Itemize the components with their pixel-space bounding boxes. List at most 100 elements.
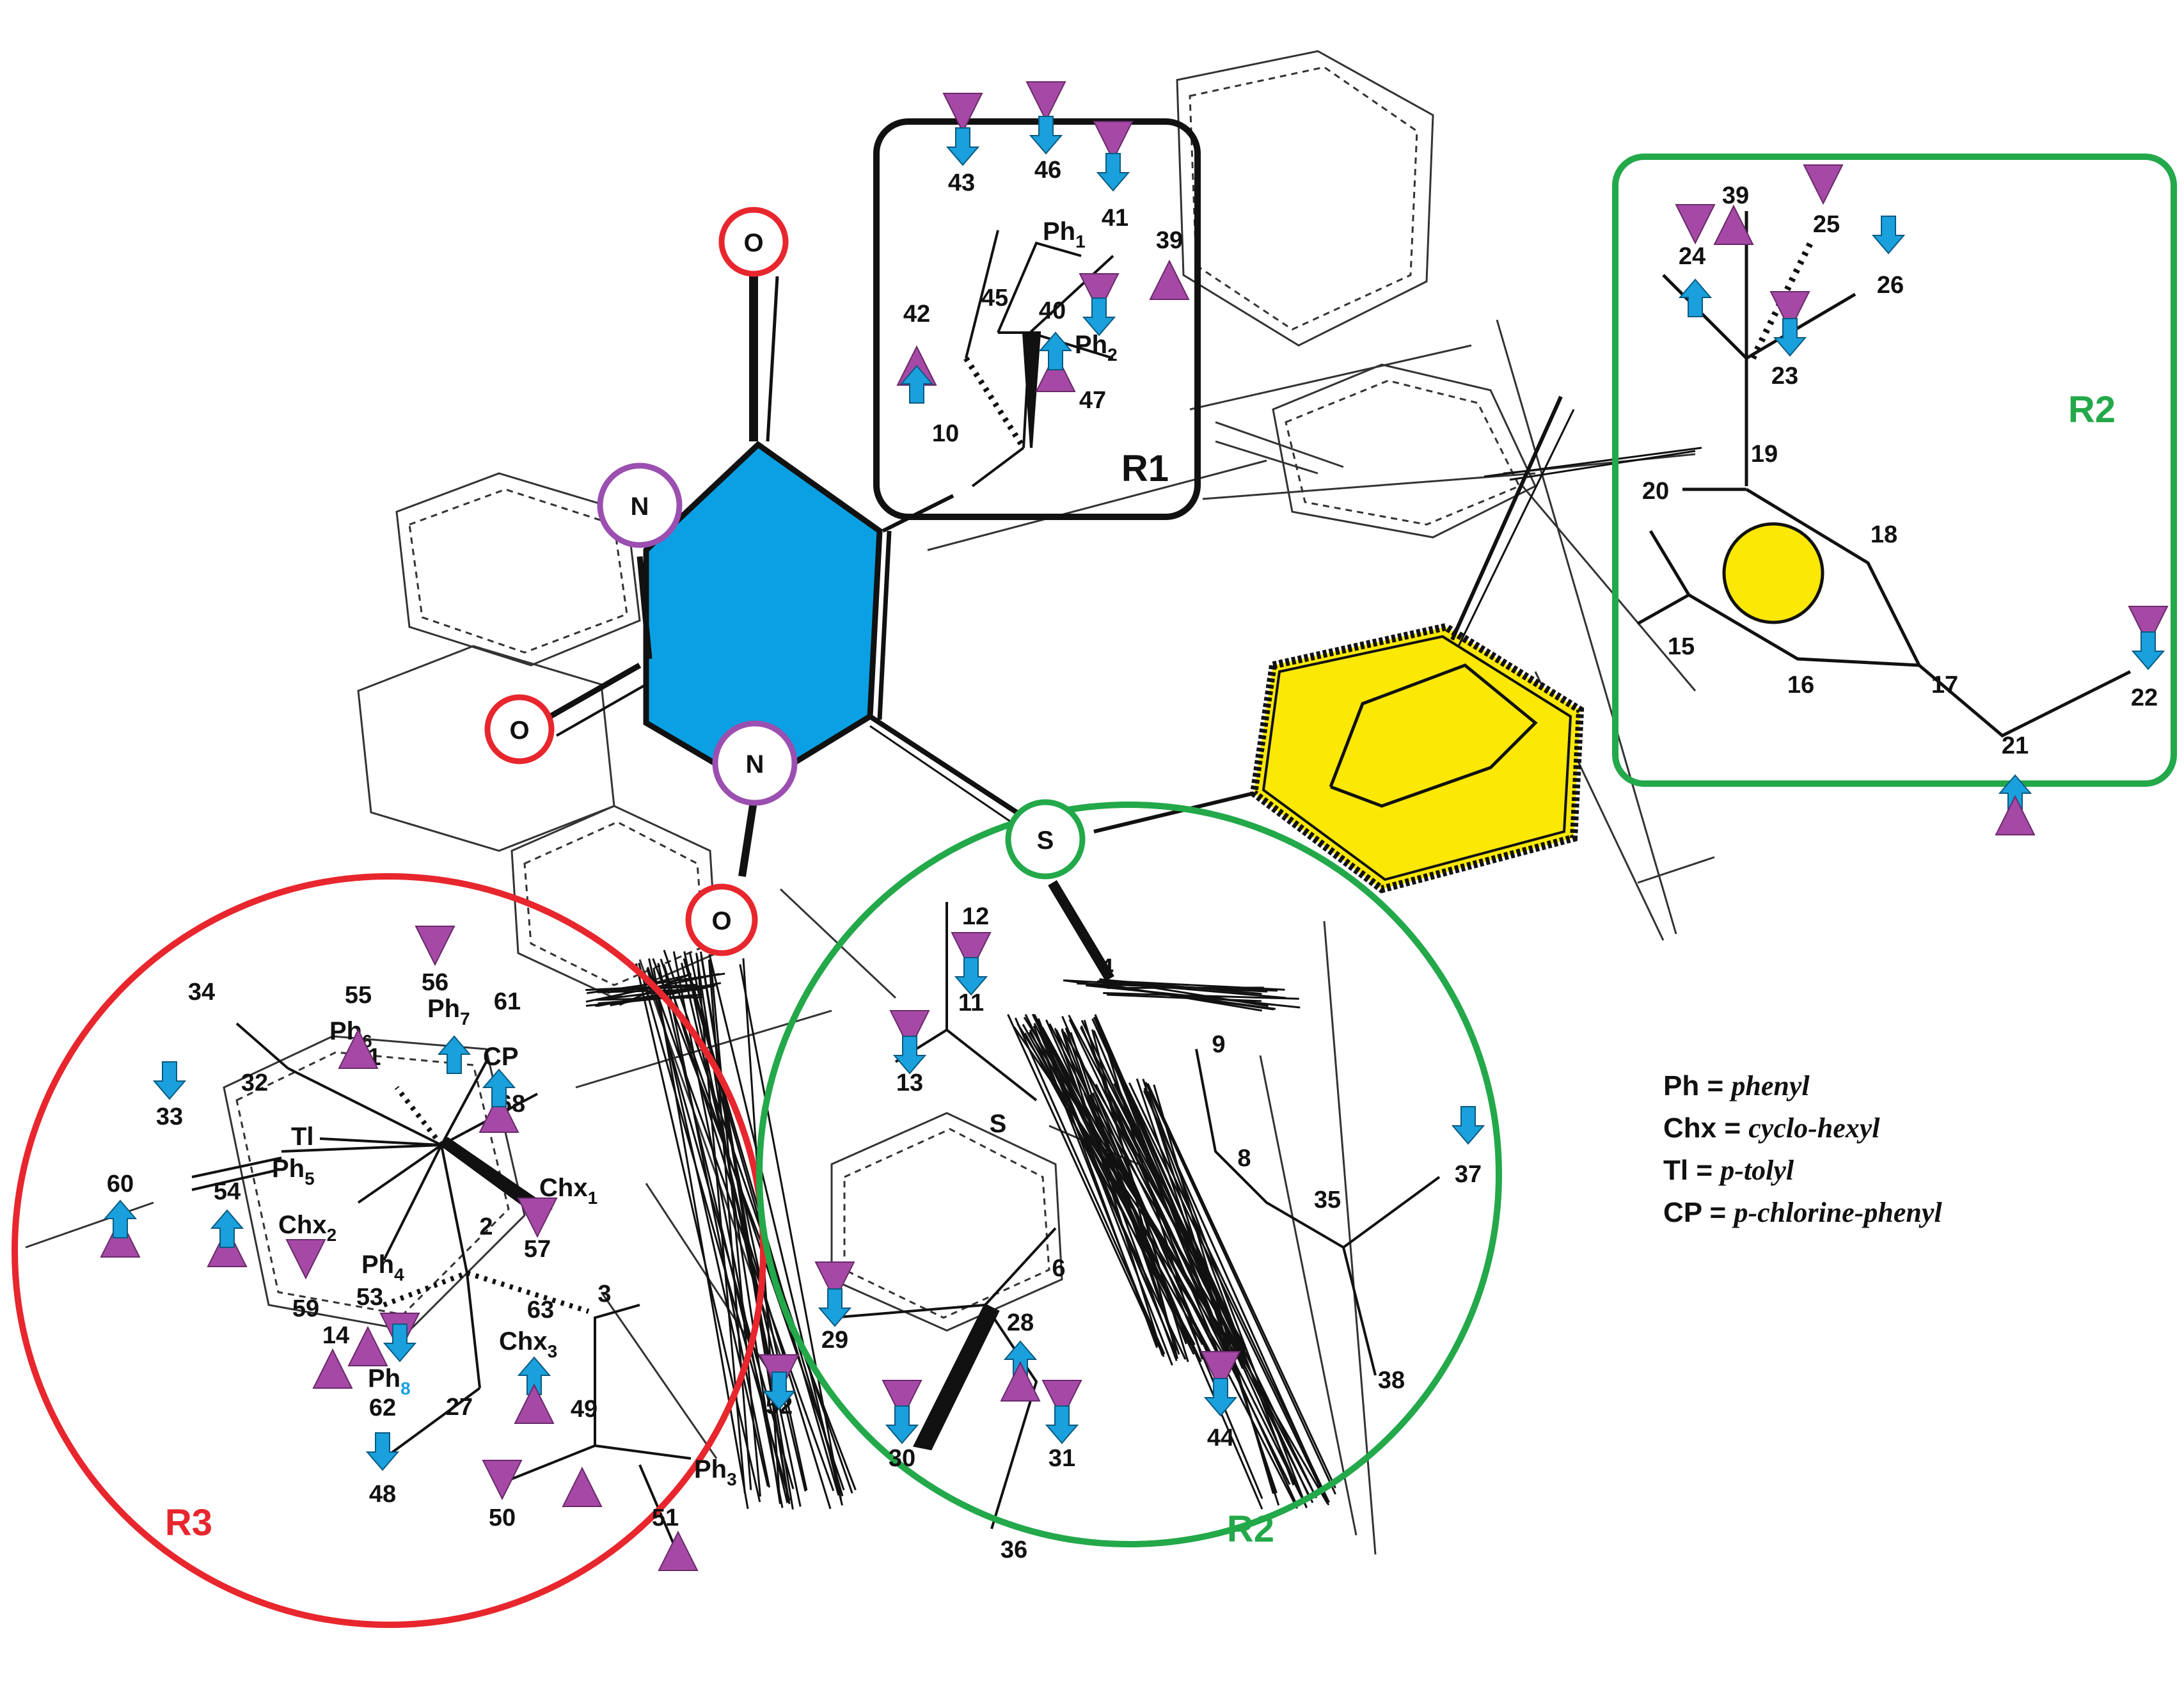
tl-label: Tl [291,1123,314,1151]
position-18: 18 [1871,521,1897,548]
position-28: 28 [1007,1309,1034,1336]
wire-hexagon-dashed [1286,381,1519,525]
triangle-marker [563,1468,601,1506]
bond-ph4 [384,1145,441,1260]
position-10: 10 [932,420,959,447]
arrow-marker [1775,319,1805,356]
triangle-marker [483,1460,521,1499]
chx3-label: Chx3 [499,1327,557,1361]
triangle-marker [515,1385,553,1423]
legend-row-ph: Ph = phenyl [1663,1070,1810,1102]
phenyl-ring [1094,397,1695,889]
position-32: 32 [241,1070,268,1096]
wire-hexagon [1273,365,1535,537]
chain-28-36 [985,1305,1036,1529]
wire-bond [1638,857,1714,883]
position-47: 47 [1079,387,1106,414]
legend: Ph = phenyl Chx = cyclo-hexyl Tl = p-tol… [1663,1070,1942,1228]
position-48: 48 [369,1481,396,1508]
position-45: 45 [981,285,1008,312]
arrow-marker [1098,154,1128,191]
position-16: 16 [1787,672,1814,699]
arrow-marker [887,1406,917,1443]
position-57: 57 [524,1236,551,1263]
position-15: 15 [1668,633,1695,660]
wire-bond [601,1292,716,1458]
position-56: 56 [422,969,448,996]
hash-bond-ph6 [397,1087,441,1145]
arrow-marker [212,1210,242,1247]
triangle-marker [1996,796,2034,835]
position-62: 62 [369,1395,396,1421]
position-8: 8 [1237,1145,1251,1172]
bond-tl [320,1139,441,1145]
position-51: 51 [652,1505,679,1531]
arrow-marker [947,128,978,165]
wire-hexagon-dashed [844,1129,1049,1318]
position-33: 33 [156,1103,183,1130]
ph4-label: Ph4 [361,1251,404,1284]
position-30: 30 [889,1445,915,1472]
position-41: 41 [1102,205,1128,232]
r2-box-chain [1484,211,2130,736]
phenyl-substituent-bond-3 [1510,451,1695,480]
r2-circle-label: R2 [1227,1508,1274,1550]
ph3-label: Ph3 [694,1455,737,1489]
arrow-marker [367,1433,398,1470]
legend-row-tl: Tl = p-tolyl [1663,1155,1794,1186]
bond-lower [972,448,1024,486]
arrow-marker [1680,280,1711,317]
wire-bond [1215,422,1343,467]
position-34: 34 [188,979,215,1006]
triangle-marker [1804,165,1842,203]
triangle-marker [313,1350,352,1388]
triangle-marker [349,1327,387,1366]
arrow-marker [1873,216,1904,253]
sulfur-label: S [1037,826,1054,855]
ring-double-bond [880,531,889,720]
position-39-r1: 39 [1156,227,1183,254]
position-38: 38 [1378,1367,1405,1394]
position-25: 25 [1813,211,1840,238]
position-39-r2: 39 [1722,182,1749,209]
sulfur-phenyl-bond [1094,793,1254,832]
legend-row-cp: CP = p-chlorine-phenyl [1663,1197,1942,1228]
bond-34 [237,1023,288,1068]
sulfur-inner-label: S [990,1110,1007,1138]
triangle-marker [1001,1363,1040,1401]
position-12: 12 [962,903,989,930]
triangle-marker [659,1532,697,1570]
bond-24 [1663,275,1746,358]
bond-60 [192,1158,281,1177]
position-26: 26 [1877,272,1904,299]
bond-49-3 [595,1305,640,1446]
bond-ph3 [595,1446,691,1458]
position-43: 43 [948,170,975,196]
n-chain-bond [742,793,755,876]
conformer-chain-line [1086,1095,1297,1508]
conformer-chain-line [1090,1081,1290,1485]
arrow-marker [1205,1379,1236,1416]
legend-row-chx: Chx = cyclo-hexyl [1663,1112,1880,1144]
position-49: 49 [571,1396,597,1423]
cp-label: CP [483,1043,519,1071]
oxygen-top-label: O [743,229,763,257]
position-40: 40 [1039,297,1066,324]
position-27: 27 [446,1394,473,1421]
arrow-marker [894,1036,925,1073]
position-19: 19 [1751,441,1778,468]
bond-2 [441,1145,467,1273]
ring-to-sulfur-bond-2 [870,726,1030,835]
position-23: 23 [1771,363,1798,390]
arrow-marker [2133,632,2164,669]
ph7-label: Ph7 [427,995,470,1029]
position-3: 3 [597,1281,611,1308]
hash-bond-10 [966,358,1024,448]
chain-8-35-37 [1196,1049,1439,1247]
nitrogen-top-label: N [631,493,649,521]
position-46: 46 [1034,157,1061,184]
oxygen-left-label: O [509,716,529,745]
triangle-marker [1676,205,1714,243]
